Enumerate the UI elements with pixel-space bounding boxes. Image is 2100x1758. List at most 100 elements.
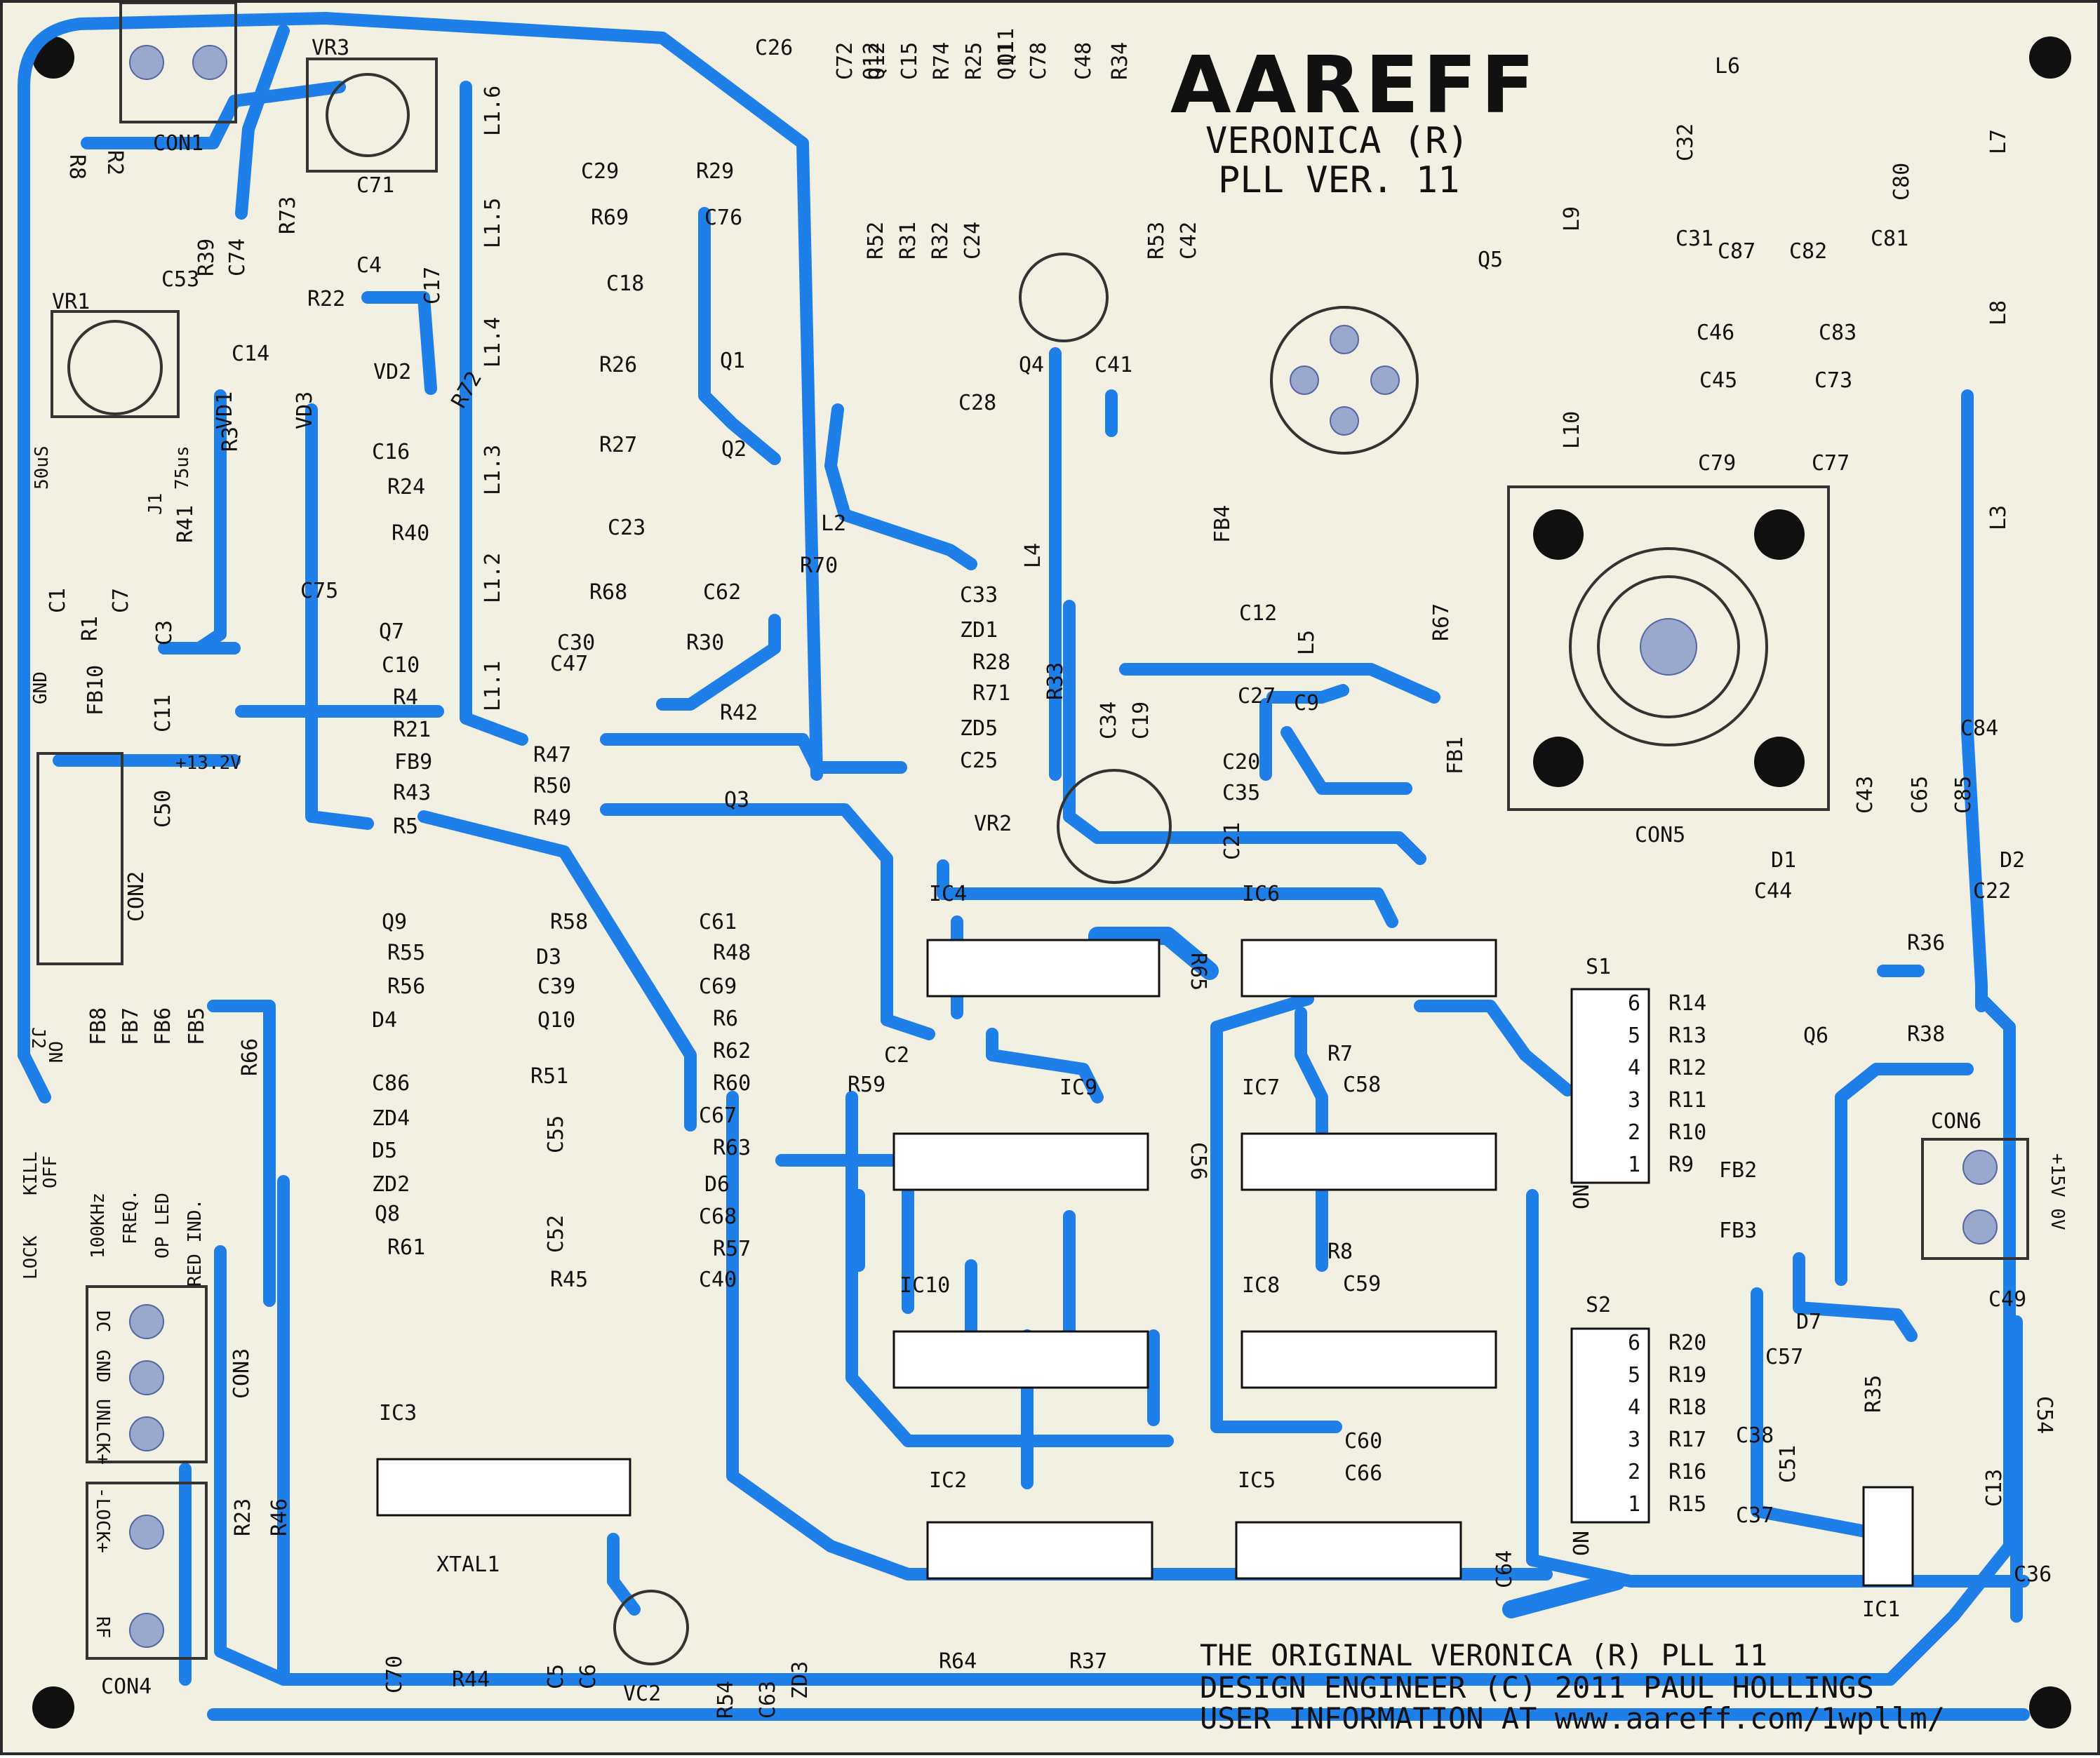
vr3-label: VR3 [312, 36, 349, 60]
l3-label: L3 [1986, 505, 2011, 530]
component-label-c85: C85 [1951, 776, 1976, 814]
ic2-label: IC2 [929, 1468, 967, 1493]
con6-label: CON6 [1931, 1109, 1981, 1134]
component-label-r73: R73 [276, 196, 300, 234]
silkscreen [36, 3, 2029, 1665]
component-label-c53: C53 [161, 267, 199, 292]
ic4-package [926, 939, 1161, 998]
component-label-r39: R39 [194, 239, 219, 276]
vd3-label: VD3 [293, 391, 317, 429]
component-label-r30: R30 [686, 631, 724, 655]
q9-label: Q9 [382, 910, 407, 934]
component-label-r38: R38 [1907, 1022, 1945, 1047]
d1-label: D1 [1771, 848, 1796, 873]
component-label-c14: C14 [232, 342, 269, 366]
component-label-c60: C60 [1344, 1429, 1382, 1454]
con5-frame [1507, 485, 1830, 811]
j2-label: J2 [27, 1027, 48, 1049]
product-version: PLL VER. 11 [1218, 159, 1459, 201]
s2-res-r20: R20 [1668, 1331, 1706, 1355]
s1-pos-3: 3 [1628, 1088, 1640, 1113]
l7-label: L7 [1986, 129, 2011, 154]
component-label-r23: R23 [231, 1498, 255, 1536]
component-label-c71: C71 [356, 173, 394, 198]
component-label-c4: C4 [356, 253, 382, 278]
component-label-c2: C2 [884, 1043, 909, 1068]
khz-label: 100KHz [88, 1193, 109, 1259]
component-label-r46: R46 [267, 1498, 292, 1536]
deemphasis-50us-label: 50uS [32, 445, 53, 490]
top-label-c48: C48 [1071, 42, 1096, 80]
s2-res-r19: R19 [1668, 1363, 1706, 1388]
component-label-c24: C24 [961, 222, 985, 260]
component-label-c11: C11 [151, 695, 175, 732]
j2-off-label: OFF [40, 1155, 61, 1188]
component-label-r36: R36 [1907, 931, 1945, 955]
con6-pin-1 [1962, 1150, 1998, 1185]
fb3-label: FB3 [1719, 1219, 1757, 1243]
component-label-c37: C37 [1736, 1503, 1774, 1528]
vd2-label: VD2 [373, 360, 411, 384]
con4-pin-2 [129, 1613, 164, 1648]
component-label-r64: R64 [939, 1649, 977, 1674]
component-label-c17: C17 [420, 267, 445, 304]
q12-label: Q12 [860, 42, 884, 80]
component-label-c68: C68 [699, 1205, 737, 1229]
component-label-r48: R48 [713, 941, 751, 965]
q1-label: Q1 [720, 349, 745, 373]
top-label-q12: Q12 [865, 42, 890, 80]
component-label-c18: C18 [606, 271, 644, 296]
con3-label-unlck: UNLCK+ [92, 1399, 113, 1465]
l6-label: L6 [1715, 54, 1740, 79]
ic3-package [376, 1458, 631, 1517]
component-label-r71: R71 [972, 681, 1010, 706]
component-label-c19: C19 [1129, 702, 1153, 739]
lock-label: LOCK [20, 1235, 41, 1280]
component-label-c56: C56 [1186, 1142, 1210, 1180]
con3-label: CON3 [229, 1348, 254, 1399]
con1-frame [119, 3, 237, 123]
gnd-label: GND [30, 671, 51, 704]
ic8-package [1240, 1330, 1497, 1389]
vd1-label: VD1 [213, 391, 237, 429]
con3-pin-3 [129, 1416, 164, 1451]
mounting-hole-top-right [2029, 36, 2071, 79]
s1-resistor-labels: R14 R13 R12 R11 R10 R9 [1668, 991, 1706, 1177]
ic5-label: IC5 [1238, 1468, 1276, 1493]
component-label-r35: R35 [1861, 1375, 1886, 1413]
ic8-label: IC8 [1242, 1273, 1280, 1298]
top-label-r34: R34 [1108, 42, 1132, 80]
component-label-r29: R29 [696, 159, 734, 184]
l1-5-label: L1.5 [481, 198, 505, 248]
con4-frame [86, 1482, 208, 1660]
component-label-r37: R37 [1069, 1649, 1107, 1674]
component-label-r5: R5 [393, 814, 418, 839]
con5-ring-inner [1597, 575, 1740, 718]
component-label-c82: C82 [1789, 239, 1827, 264]
component-label-c43: C43 [1853, 776, 1878, 814]
component-label-c64: C64 [1492, 1550, 1517, 1588]
component-label-r3: R3 [218, 427, 243, 452]
component-label-c87: C87 [1718, 239, 1755, 264]
con1-pin-2 [192, 45, 227, 80]
component-label-c5: C5 [544, 1664, 568, 1689]
s1-label: S1 [1586, 955, 1611, 979]
q4-body [1019, 253, 1109, 342]
s2-res-r15: R15 [1668, 1492, 1706, 1517]
vr1-label: VR1 [52, 290, 90, 314]
d2-label: D2 [2000, 848, 2025, 873]
component-label-r24: R24 [387, 475, 425, 499]
component-label-c59: C59 [1343, 1272, 1381, 1296]
s1-pos-1: 1 [1628, 1153, 1640, 1177]
component-label-r32: R32 [928, 222, 953, 260]
j1-label: J1 [145, 493, 166, 515]
top-row-labels: C72 Q12 C15 R74 R25 Q11 C78 C48 R34 [833, 42, 1132, 80]
mounting-hole-bottom-right [2029, 1686, 2071, 1729]
component-label-c26: C26 [755, 36, 793, 60]
vc2-label: VC2 [623, 1682, 661, 1706]
component-label-c32: C32 [1673, 123, 1698, 161]
component-label-c44: C44 [1754, 879, 1792, 904]
component-label-r47: R47 [533, 743, 571, 767]
component-label-c84: C84 [1960, 716, 1998, 741]
